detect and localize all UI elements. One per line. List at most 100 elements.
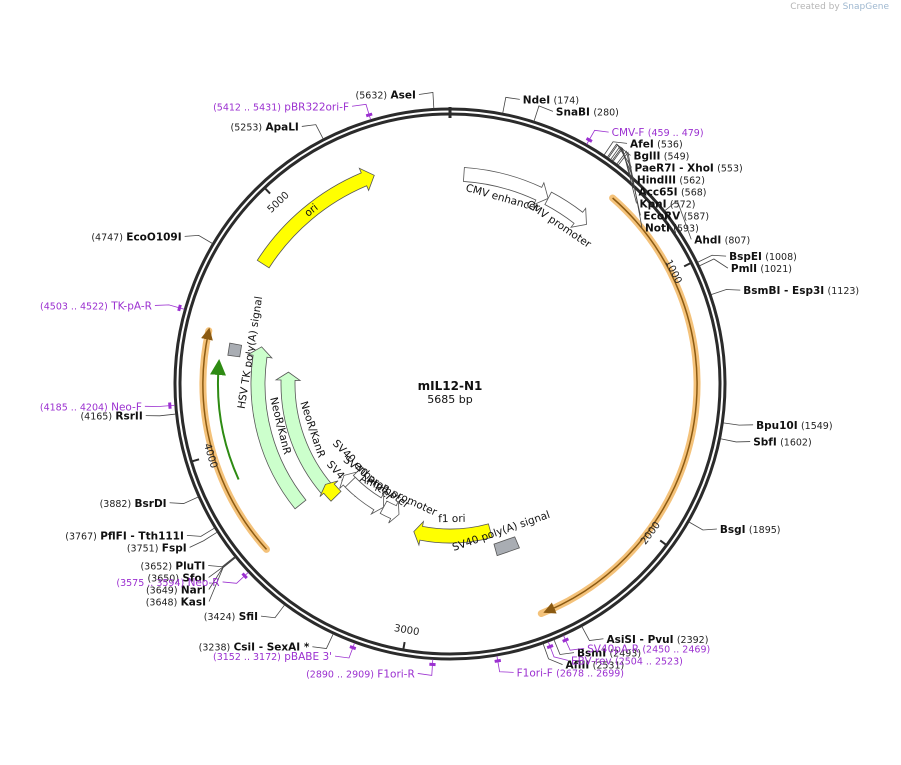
site-name: EcoO109I bbox=[126, 231, 181, 243]
site-name: NotI bbox=[645, 222, 670, 234]
primer-bind-mark bbox=[241, 572, 248, 580]
site-position: (549) bbox=[664, 151, 690, 162]
site-leader bbox=[542, 643, 563, 666]
site-leader bbox=[688, 521, 717, 531]
site-position: (562) bbox=[679, 175, 705, 186]
tick-label: 4000 bbox=[201, 442, 219, 470]
primer-range: (4185 .. 4204) bbox=[40, 402, 108, 413]
site-position: (280) bbox=[593, 107, 619, 118]
site-label: BsmI (2493) bbox=[577, 648, 641, 660]
site-leader bbox=[664, 199, 692, 240]
feature-ori bbox=[256, 167, 375, 269]
site-name: Bpu10I bbox=[756, 420, 798, 432]
site-position: (5632) bbox=[356, 90, 388, 101]
orf-highlight-neo bbox=[199, 327, 270, 553]
site-leader bbox=[581, 626, 604, 641]
site-label: AfeI (536) bbox=[630, 138, 683, 150]
site-leader bbox=[208, 557, 236, 602]
site-position: (553) bbox=[717, 163, 743, 174]
site-leader bbox=[699, 258, 729, 269]
site-leader bbox=[301, 124, 324, 140]
site-name: NarI bbox=[181, 584, 206, 596]
primer-name: Neo-R bbox=[188, 577, 220, 589]
site-label: (4165) RsrII bbox=[80, 411, 142, 423]
site-name: SfiI bbox=[239, 611, 258, 623]
site-label: NdeI (174) bbox=[523, 94, 579, 106]
primer-name: F1ori-R bbox=[377, 668, 414, 680]
primer-range: (2504 .. 2523) bbox=[615, 656, 683, 667]
site-name: KpnI bbox=[640, 198, 667, 210]
site-name: BglII bbox=[634, 150, 661, 162]
primer-label: (3575 .. 3594) Neo-R bbox=[116, 577, 219, 589]
primer-bind-mark bbox=[585, 137, 593, 143]
site-name: AflII bbox=[566, 660, 590, 672]
primer-name: TK-pA-R bbox=[110, 300, 152, 312]
site-name: PluTI bbox=[175, 560, 205, 572]
site-label: BsmBI - Esp3I (1123) bbox=[743, 285, 859, 297]
feature-promoter bbox=[379, 500, 400, 524]
site-position: (2531) bbox=[593, 661, 625, 672]
site-name: RsrII bbox=[115, 411, 142, 423]
site-leader bbox=[553, 639, 575, 655]
site-name: BsmBI - Esp3I bbox=[743, 285, 824, 297]
site-label: (5632) AseI bbox=[356, 89, 416, 101]
primer-name: EBV-rev bbox=[571, 655, 612, 667]
tick-mark bbox=[402, 641, 406, 651]
site-name: NdeI bbox=[523, 94, 550, 106]
site-position: (3767) bbox=[65, 531, 97, 542]
primer-label: (4503 .. 4522) TK-pA-R bbox=[40, 300, 152, 312]
site-leader bbox=[260, 604, 285, 619]
plasmid-name: mIL12-N1 bbox=[418, 379, 483, 393]
site-position: (1602) bbox=[780, 438, 812, 449]
primer-range: (4503 .. 4522) bbox=[40, 301, 108, 312]
site-name: FspI bbox=[162, 542, 187, 554]
site-position: (1008) bbox=[765, 252, 797, 263]
site-label: (3650) SfoI bbox=[147, 572, 205, 584]
feature-polya bbox=[493, 536, 520, 557]
site-label: (3652) PluTI bbox=[140, 560, 205, 572]
primer-label: (5412 .. 5431) pBR322ori-F bbox=[213, 101, 349, 113]
primer-range: (3152 .. 3172) bbox=[213, 652, 281, 663]
site-leader bbox=[186, 527, 215, 537]
primer-range: (3575 .. 3594) bbox=[116, 578, 184, 589]
site-label: BglII (549) bbox=[634, 150, 690, 162]
site-position: (3652) bbox=[140, 561, 172, 572]
feature-ori bbox=[319, 480, 342, 502]
site-label: KpnI (572) bbox=[640, 198, 696, 210]
site-leader bbox=[184, 234, 213, 244]
site-name: BsrDI bbox=[135, 498, 167, 510]
primer-name: pBABE 3' bbox=[284, 651, 332, 663]
primer-leader bbox=[496, 655, 514, 673]
site-leader bbox=[610, 145, 635, 180]
site-leader bbox=[723, 422, 754, 426]
site-leader bbox=[697, 254, 727, 263]
site-label: (5253) ApaLI bbox=[231, 121, 299, 133]
site-leader bbox=[603, 141, 628, 156]
site-name: BsmI bbox=[577, 648, 606, 660]
site-label: Acc65I (568) bbox=[639, 186, 707, 198]
primer-label: EBV-rev (2504 .. 2523) bbox=[571, 655, 683, 667]
site-position: (572) bbox=[670, 199, 696, 210]
site-position: (4747) bbox=[91, 232, 123, 243]
primer-bind-mark bbox=[349, 645, 357, 651]
site-label: (3882) BsrDI bbox=[100, 498, 167, 510]
site-label: PaeR7I - XhoI (553) bbox=[635, 162, 743, 174]
primer-range: (2450 .. 2469) bbox=[642, 644, 710, 655]
site-label: EcoRV (587) bbox=[643, 210, 709, 222]
site-name: EcoRV bbox=[643, 210, 681, 222]
site-name: Acc65I bbox=[639, 186, 678, 198]
feature-label: f1 ori bbox=[438, 513, 466, 525]
site-name: AseI bbox=[390, 89, 415, 101]
primer-label: (4185 .. 4204) Neo-F bbox=[40, 401, 142, 413]
site-name: AhdI bbox=[694, 234, 721, 246]
site-layer: NdeI (174)SnaBI (280)AfeI (536)BglII (54… bbox=[65, 89, 859, 671]
primer-name: CMV-F bbox=[612, 127, 645, 139]
tick-mark bbox=[263, 187, 271, 195]
primer-name: Neo-F bbox=[111, 401, 142, 413]
site-name: BsgI bbox=[720, 524, 746, 536]
primer-name: SV40pA-R bbox=[587, 643, 639, 655]
feature-neo bbox=[246, 346, 307, 510]
site-position: (1123) bbox=[828, 286, 860, 297]
site-leader bbox=[189, 531, 218, 548]
site-label: (4747) EcoO109I bbox=[91, 231, 181, 243]
